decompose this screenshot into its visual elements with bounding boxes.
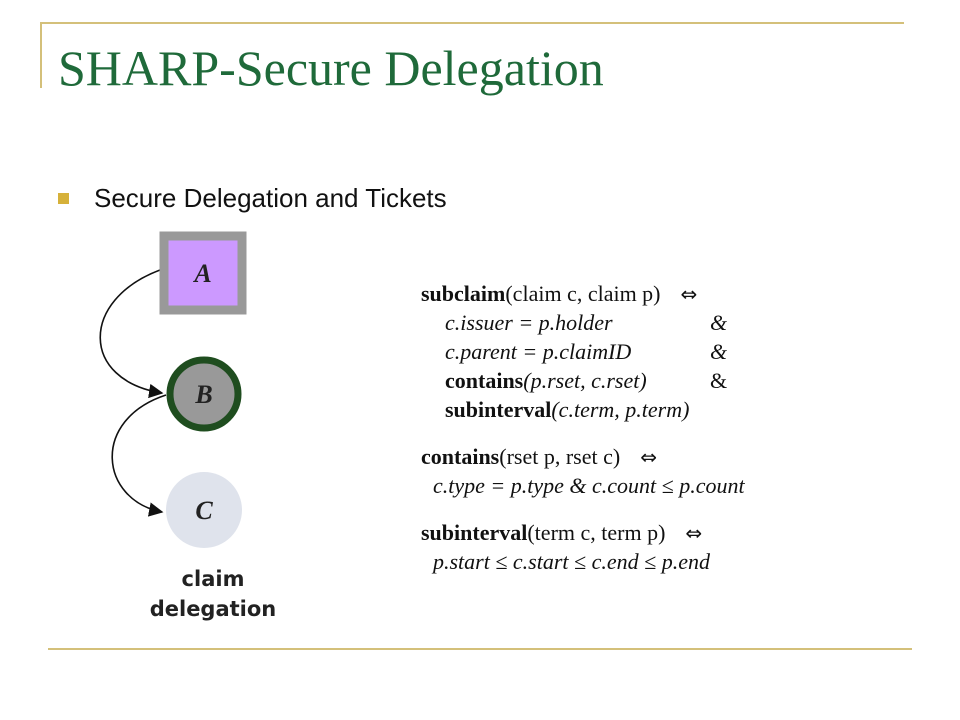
node-c-label: C <box>195 496 213 525</box>
definition-line: contains(p.rset, c.rset) & <box>388 337 848 393</box>
definition-line: c.type = p.type & c.count ≤ p.count <box>388 442 848 498</box>
left-rule <box>40 22 42 88</box>
definition-header: subinterval(term c, term p) ⇔ <box>388 489 848 545</box>
definition-line: subinterval(c.term, p.term) <box>388 366 848 422</box>
node-b-label: B <box>194 380 212 409</box>
and-operator: & <box>710 310 728 335</box>
node-b-circle <box>166 356 242 432</box>
delegation-arrow-a-to-b <box>99 269 164 399</box>
delegation-arrow-b-to-c <box>111 394 167 517</box>
bottom-rule <box>48 648 912 650</box>
definition-header: subclaim(claim c, claim p) ⇔ <box>388 250 848 306</box>
definition-expression: (c.term, p.term) <box>551 397 690 422</box>
definition-line: p.start ≤ c.start ≤ c.end ≤ p.end <box>388 518 848 574</box>
bullet-text: Secure Delegation and Tickets <box>94 182 447 213</box>
definition-args: (term c, term p) <box>527 520 666 545</box>
bullet-item: Secure Delegation and Tickets <box>58 180 447 216</box>
definition-keyword: subclaim <box>421 281 506 306</box>
definition-header: contains(rset p, rset c) ⇔ <box>388 413 848 469</box>
definition-args: (rset p, rset c) <box>499 444 621 469</box>
square-bullet-icon <box>58 192 69 204</box>
node-c-circle <box>166 472 242 548</box>
definition-keyword: contains <box>445 368 524 393</box>
definition-keyword: subinterval <box>421 520 528 545</box>
iff-icon: ⇔ <box>640 445 657 469</box>
diagram-caption-line2: delegation <box>150 597 277 621</box>
definition-expression: c.parent = p.claimID <box>445 339 632 364</box>
subinterval-definition: subinterval(term c, term p) ⇔ p.start ≤ c… <box>388 489 848 574</box>
definition-expression: c.issuer = p.holder <box>445 310 613 335</box>
definition-expression: (p.rset, c.rset) <box>523 368 647 393</box>
node-a-label: A <box>192 259 211 288</box>
slide-title: SHARP-Secure Delegation <box>58 40 604 96</box>
contains-definition: contains(rset p, rset c) ⇔ c.type = p.typ… <box>388 413 848 498</box>
iff-icon: ⇔ <box>685 521 703 545</box>
definition-expression: p.start ≤ c.start ≤ c.end ≤ p.end <box>433 549 710 574</box>
definitions-panel: subclaim(claim c, claim p) ⇔ c.issuer = p… <box>388 250 848 574</box>
and-operator: & <box>710 368 728 393</box>
subclaim-definition: subclaim(claim c, claim p) ⇔ c.issuer = p… <box>388 250 848 422</box>
top-rule <box>40 22 904 24</box>
definition-line: c.issuer = p.holder & <box>388 279 848 335</box>
definition-keyword: contains <box>421 444 500 469</box>
diagram-caption-line1: claim <box>182 567 245 591</box>
and-operator: & <box>710 339 728 364</box>
definition-expression: c.type = p.type & c.count ≤ p.count <box>433 473 745 498</box>
node-a-box <box>159 231 247 315</box>
iff-icon: ⇔ <box>680 282 698 306</box>
definition-line: c.parent = p.claimID & <box>388 308 848 364</box>
definition-keyword: subinterval <box>445 397 552 422</box>
definition-args: (claim c, claim p) <box>505 281 661 306</box>
